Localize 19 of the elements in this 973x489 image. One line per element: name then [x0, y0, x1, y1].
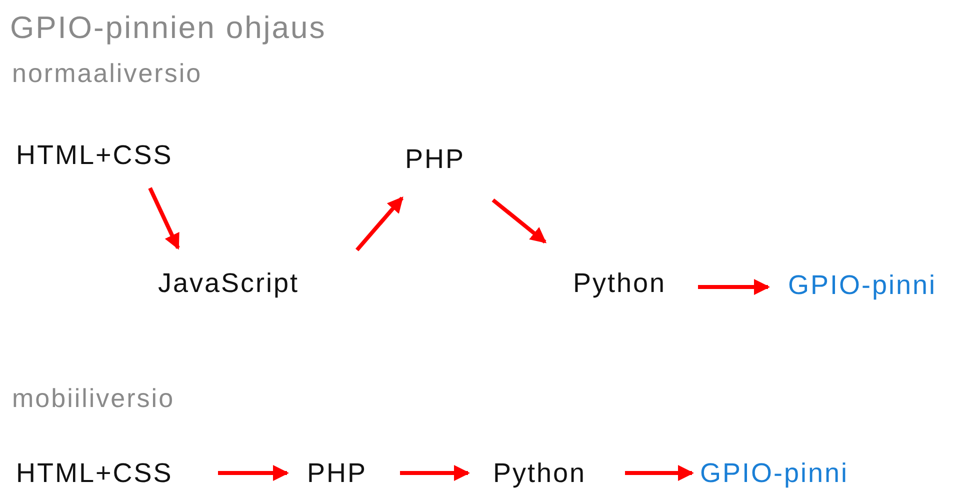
node-text: PHP — [397, 140, 494, 198]
node-text: GPIO-pinni — [768, 266, 945, 305]
node-text: PHP — [287, 454, 400, 489]
arrow — [218, 465, 289, 481]
arrow — [148, 187, 180, 250]
section-label: mobiiliversio — [12, 385, 175, 411]
node-text: HTML+CSS — [8, 454, 218, 489]
title: GPIO-pinnien ohjaus — [10, 12, 326, 43]
node-text: HTML+CSS — [8, 136, 181, 188]
arrow — [625, 465, 694, 481]
node-text: GPIO-pinni — [692, 454, 857, 489]
node-text: Python — [468, 454, 626, 489]
arrow — [698, 279, 770, 295]
arrow — [355, 196, 404, 252]
arrow — [400, 465, 470, 481]
arrow — [492, 198, 547, 244]
section-label: normaaliversio — [12, 60, 202, 86]
node-text: Python — [545, 264, 698, 303]
node-text: JavaScript — [150, 248, 358, 303]
